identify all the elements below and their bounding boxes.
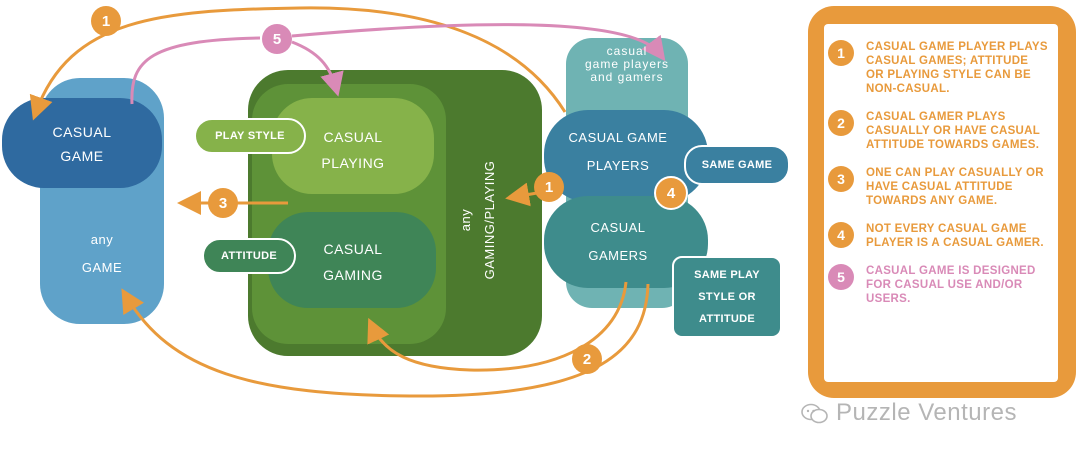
same-play-style-tag: SAME PLAY STYLE OR ATTITUDE [672, 256, 782, 338]
legend-text: CASUAL GAME IS DESIGNED FOR CASUAL USE A… [866, 265, 1036, 305]
legend-inner: 1 CASUAL GAME PLAYER PLAYS CASUAL GAMES;… [824, 24, 1058, 382]
badge-2: 2 [572, 344, 602, 374]
casual-game-region [2, 98, 162, 188]
any-gaming-playing-label: any GAMING/PLAYING [458, 160, 497, 280]
legend-item-4: 4 NOT EVERY CASUAL GAME PLAYER IS A CASU… [828, 222, 1048, 250]
legend-item-5: 5 CASUAL GAME IS DESIGNED FOR CASUAL USE… [828, 264, 1048, 306]
badge-3: 3 [208, 188, 238, 218]
casual-gamers-label: CASUAL GAMERS [588, 220, 648, 263]
casual-gaming-label: CASUAL GAMING [323, 241, 383, 283]
attitude-tag: ATTITUDE [202, 238, 296, 274]
legend-number: 5 [828, 264, 854, 290]
legend-text: ONE CAN PLAY CASUALLY OR HAVE CASUAL ATT… [866, 167, 1044, 207]
arrow-5-pink-left [130, 36, 261, 105]
same-game-tag: SAME GAME [684, 145, 790, 185]
badge-5: 5 [262, 24, 292, 54]
legend-item-3: 3 ONE CAN PLAY CASUALLY OR HAVE CASUAL A… [828, 166, 1048, 208]
badge-1-small: 1 [534, 172, 564, 202]
legend-item-2: 2 CASUAL GAMER PLAYS CASUALLY OR HAVE CA… [828, 110, 1048, 152]
any-game-label: any GAME [81, 232, 123, 275]
play-style-tag: PLAY STYLE [194, 118, 306, 154]
connector-arrows [29, 6, 666, 398]
legend-item-1: 1 CASUAL GAME PLAYER PLAYS CASUAL GAMES;… [828, 40, 1048, 96]
legend-number: 4 [828, 222, 854, 248]
watermark-text: Puzzle Ventures [836, 399, 1017, 426]
casual-game-players-gamers-label: casual game players and gamers [584, 44, 670, 84]
watermark: Puzzle Ventures [800, 398, 1070, 428]
legend-text: CASUAL GAME PLAYER PLAYS CASUAL GAMES; A… [866, 41, 1048, 95]
arrow-1-top [29, 6, 567, 121]
legend-number: 1 [828, 40, 854, 66]
casual-game-label: CASUAL GAME [52, 124, 112, 164]
wechat-icon [801, 403, 828, 424]
arrow-2-outer [121, 283, 650, 398]
legend-panel: 1 CASUAL GAME PLAYER PLAYS CASUAL GAMES;… [808, 6, 1076, 398]
badge-1-top: 1 [91, 6, 121, 36]
arrow-5-pink-down [291, 40, 344, 97]
badge-4: 4 [654, 176, 688, 210]
legend-text: NOT EVERY CASUAL GAME PLAYER IS A CASUAL… [866, 223, 1044, 249]
legend-number: 2 [828, 110, 854, 136]
casual-playing-label: CASUAL PLAYING [321, 129, 385, 171]
legend-number: 3 [828, 166, 854, 192]
casual-gaming-region [268, 212, 436, 308]
casual-game-players-label: CASUAL GAME PLAYERS [568, 130, 668, 173]
arrow-2-inner [367, 281, 628, 372]
arrow-5-pink-right [291, 23, 666, 62]
legend-text: CASUAL GAMER PLAYS CASUALLY OR HAVE CASU… [866, 111, 1040, 151]
